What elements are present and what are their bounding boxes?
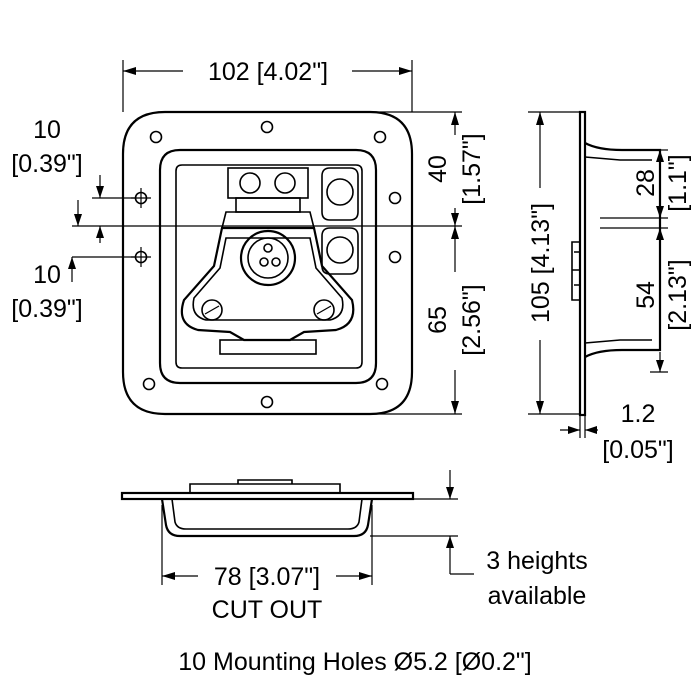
side-lower-mm: 54 <box>632 281 660 309</box>
mounting-hole <box>373 130 387 144</box>
mounting-hole <box>260 120 274 134</box>
hole-offset-bottom-mm: 10 <box>33 261 61 289</box>
thickness-in: [0.05"] <box>602 436 673 464</box>
cutout-label: CUT OUT <box>212 596 323 624</box>
side-dish-profile <box>584 142 662 358</box>
mounting-holes <box>131 120 402 409</box>
side-view: 105 [4.13"] 28 [1.1"] 54 [2.13"] 1.2 [0.… <box>527 110 692 464</box>
side-lower-in: [2.13"] <box>664 259 692 330</box>
lower-height-mm: 65 <box>424 306 452 334</box>
dimensions-front: 102 [4.02"] 10 [0.39"] 10 [0.39"] 40 [1.… <box>11 58 486 415</box>
upper-height-in: [1.57"] <box>458 133 486 204</box>
thickness-mm: 1.2 <box>621 400 656 428</box>
edge-dish <box>160 498 374 538</box>
hole-offset-top-mm: 10 <box>33 116 61 144</box>
hole-offset-top-in: [0.39"] <box>11 150 82 178</box>
upper-height-mm: 40 <box>424 155 452 183</box>
overall-width-label: 102 [4.02"] <box>208 58 328 86</box>
mounting-hole <box>375 377 389 391</box>
cutout-width-label: 78 [3.07"] <box>214 563 320 591</box>
side-upper-mm: 28 <box>632 169 660 197</box>
side-upper-in: [1.1"] <box>664 154 692 212</box>
heights-note-line2: available <box>488 582 587 610</box>
mounting-hole <box>260 395 274 409</box>
keeper-block <box>220 167 316 229</box>
recess-dish-outline <box>158 148 378 385</box>
butterfly-handle <box>180 226 355 355</box>
mounting-hole <box>388 250 402 264</box>
mounting-hole <box>142 377 156 391</box>
mounting-hole <box>388 191 402 205</box>
edge-flange <box>120 491 415 501</box>
heights-note-line1: 3 heights <box>486 547 587 575</box>
hole-offset-bottom-in: [0.39"] <box>11 295 82 323</box>
overall-height-label: 105 [4.13"] <box>527 203 555 323</box>
center-rivet <box>239 229 297 287</box>
lower-height-in: [2.56"] <box>458 284 486 355</box>
mounting-holes-note: 10 Mounting Holes Ø5.2 [Ø0.2"] <box>178 648 532 676</box>
front-view <box>72 110 462 416</box>
slot-pins <box>321 167 359 275</box>
recess-inner-outline <box>175 164 363 369</box>
mounting-hole <box>149 130 163 144</box>
edge-view: 3 heights available 78 [3.07"] CUT OUT <box>120 470 588 624</box>
